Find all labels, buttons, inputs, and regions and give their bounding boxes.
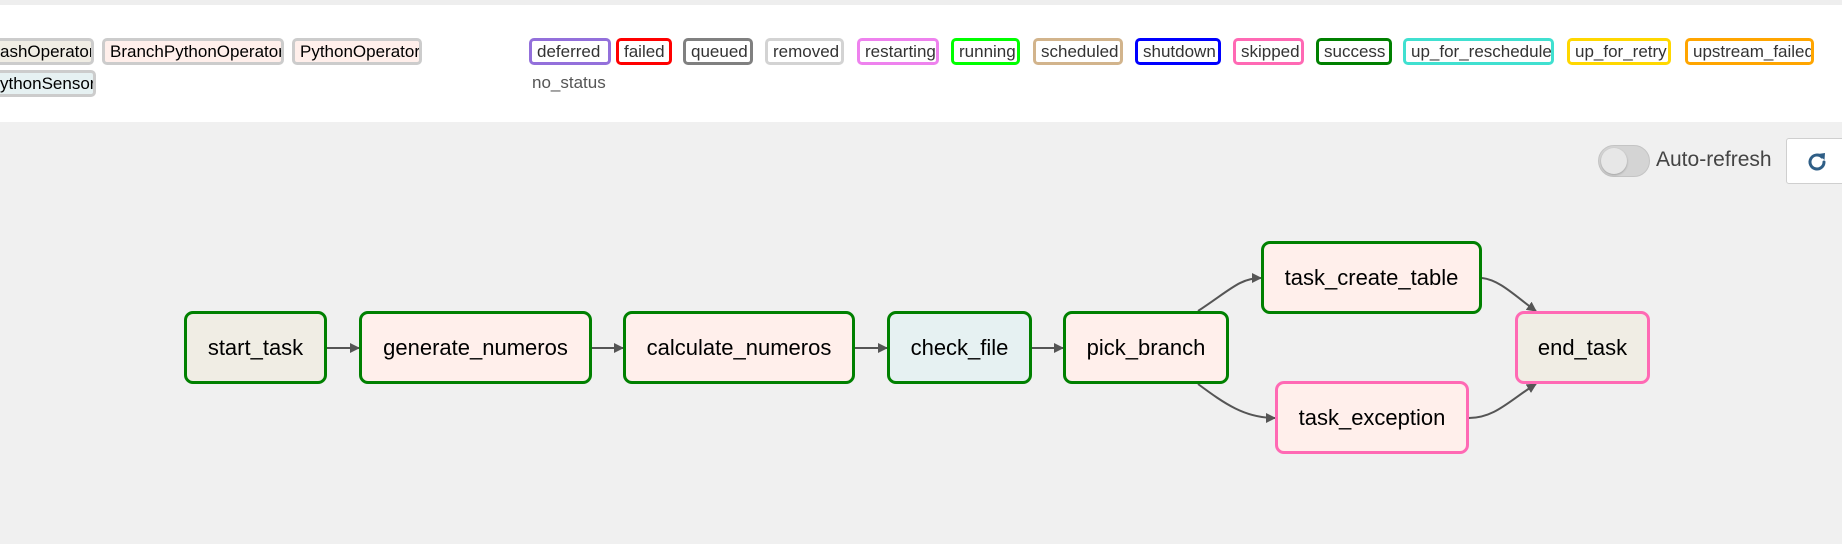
status-chip-upstream-failed[interactable]: upstream_failed bbox=[1685, 38, 1814, 65]
operator-chip: ashOperator bbox=[0, 38, 94, 65]
status-chip-up-for-retry[interactable]: up_for_retry bbox=[1567, 38, 1671, 65]
auto-refresh-toggle[interactable] bbox=[1598, 145, 1650, 177]
status-chip-scheduled[interactable]: scheduled bbox=[1033, 38, 1123, 65]
top-divider bbox=[0, 0, 1842, 5]
task-node-start-task[interactable]: start_task bbox=[184, 311, 327, 384]
task-label: check_file bbox=[910, 334, 1009, 360]
task-label: start_task bbox=[207, 334, 304, 360]
task-node-task-exception[interactable]: task_exception bbox=[1275, 381, 1469, 454]
edge-pick-branch-to-task-exception bbox=[1197, 383, 1276, 423]
task-node-generate-numeros[interactable]: generate_numeros bbox=[359, 311, 592, 384]
status-chip-removed[interactable]: removed bbox=[765, 38, 844, 65]
task-label: pick_branch bbox=[1086, 334, 1206, 360]
legend-panel: ashOperator BranchPythonOperator PythonOpe… bbox=[0, 5, 1842, 122]
auto-refresh-label: Auto-refresh bbox=[1656, 148, 1772, 171]
status-chip-restarting[interactable]: restarting bbox=[857, 38, 939, 65]
refresh-icon bbox=[1808, 153, 1826, 171]
status-chip-up-for-reschedule[interactable]: up_for_reschedule bbox=[1403, 38, 1554, 65]
task-node-end-task[interactable]: end_task bbox=[1515, 311, 1650, 384]
task-label: end_task bbox=[1537, 334, 1628, 360]
status-chip-skipped[interactable]: skipped bbox=[1233, 38, 1304, 65]
status-chip-shutdown[interactable]: shutdown bbox=[1135, 38, 1221, 65]
edge-pick-branch-to-task-create-table bbox=[1197, 273, 1262, 312]
status-chip-failed[interactable]: failed bbox=[616, 38, 672, 65]
status-chip-success[interactable]: success bbox=[1316, 38, 1392, 65]
task-label: generate_numeros bbox=[383, 334, 568, 360]
task-label: calculate_numeros bbox=[646, 334, 832, 360]
status-chip-queued[interactable]: queued bbox=[683, 38, 753, 65]
task-node-calculate-numeros[interactable]: calculate_numeros bbox=[623, 311, 855, 384]
toggle-knob bbox=[1601, 148, 1627, 174]
task-label: task_exception bbox=[1298, 404, 1446, 430]
legend-no-status: no_status bbox=[532, 73, 606, 92]
task-node-task-create-table[interactable]: task_create_table bbox=[1261, 241, 1482, 314]
operator-chip: BranchPythonOperator bbox=[102, 38, 284, 65]
status-chip-running[interactable]: running bbox=[951, 38, 1020, 65]
task-label: task_create_table bbox=[1284, 264, 1459, 290]
status-chip-deferred[interactable]: deferred bbox=[529, 38, 611, 65]
operator-chip: ythonSensor bbox=[0, 70, 96, 97]
task-node-pick-branch[interactable]: pick_branch bbox=[1063, 311, 1229, 384]
edge-task-create-table-to-end-task bbox=[1481, 277, 1537, 312]
refresh-button[interactable] bbox=[1786, 138, 1842, 184]
operator-chip: PythonOperator bbox=[292, 38, 422, 65]
edge-task-exception-to-end-task bbox=[1468, 383, 1537, 419]
task-node-check-file[interactable]: check_file bbox=[887, 311, 1032, 384]
